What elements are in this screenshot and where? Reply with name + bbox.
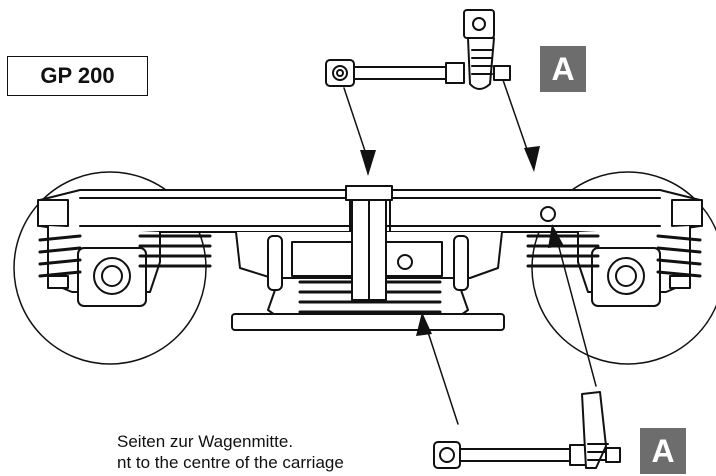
caption-line-1: Seiten zur Wagenmitte. [117,432,294,451]
model-label: GP 200 [7,56,148,96]
left-wheel [13,171,207,365]
right-axle-box [526,225,702,307]
arrow-head-2 [524,146,540,172]
label-a-bottom: A [640,428,686,474]
bottom-link-assembly [433,391,621,469]
right-wheel [531,171,716,365]
arrow-head-1 [360,150,376,176]
arrow-head-3 [416,312,432,336]
arrow-head-4 [548,224,564,248]
caption-line-2: nt to the centre of the carriage [117,453,344,472]
top-link-assembly [325,9,511,90]
centre-bolster [231,185,505,331]
label-a-top: A [540,46,586,92]
left-axle-box [38,225,212,307]
assembly-arrows [343,79,597,425]
